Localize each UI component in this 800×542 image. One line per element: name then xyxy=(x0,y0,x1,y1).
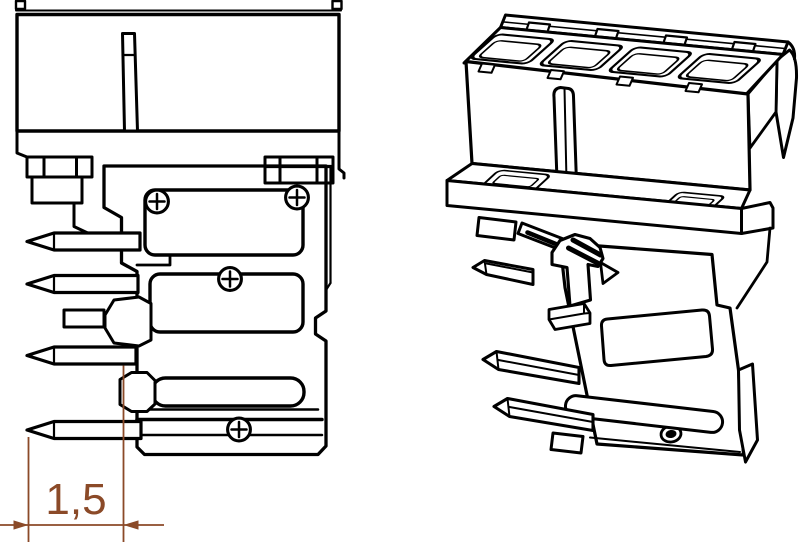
foot-left-leg xyxy=(72,201,105,237)
socket-opening-2 xyxy=(539,40,623,71)
pin-mount-octagon-1 xyxy=(103,295,153,348)
pin-stub xyxy=(62,308,106,329)
body-inner-step xyxy=(135,254,172,267)
solder-pin-3 xyxy=(25,345,138,366)
screw-head-icon-2 xyxy=(284,184,310,211)
foot-left-block xyxy=(30,175,84,205)
latch-blade xyxy=(121,32,139,133)
lower-body-recess xyxy=(599,308,715,368)
flange-left-wall xyxy=(15,129,29,159)
arrowhead-left xyxy=(13,520,29,530)
side-fin-lower xyxy=(737,362,759,464)
stub-box-edges xyxy=(548,302,591,321)
solder-pin-1 xyxy=(25,231,142,252)
dimension-label: 1,5 xyxy=(45,475,106,524)
side-fin-upper xyxy=(774,48,799,159)
arrowhead-right xyxy=(123,520,139,530)
back-rim-right-curve xyxy=(786,40,797,61)
right-side-edge-lower xyxy=(735,226,772,310)
recess-plate-1 xyxy=(143,188,305,257)
housing-body xyxy=(15,12,341,133)
socket-opening-3 xyxy=(608,46,692,78)
solder-pin-upper-iso xyxy=(471,259,535,286)
foot-block-iso xyxy=(475,216,518,242)
bottom-left-foot xyxy=(549,431,585,455)
solder-pin-mid-iso xyxy=(481,349,581,386)
hook-accent-1 xyxy=(570,237,603,258)
bottom-inner-line xyxy=(589,436,741,453)
foot-left-bar xyxy=(25,155,94,179)
screw-head-icon-4 xyxy=(226,416,252,443)
pin-mount-octagon-2 xyxy=(118,371,157,413)
screw-head-icon-1 xyxy=(144,188,170,215)
solder-pin-lower-iso xyxy=(492,396,595,433)
flange-right-end xyxy=(740,201,775,235)
retention-hook xyxy=(550,232,605,308)
housing-nub-right xyxy=(331,0,343,11)
bottom-pill-recess xyxy=(563,394,725,434)
socket-opening-4 xyxy=(677,53,761,84)
front-divider-tabs xyxy=(477,62,703,94)
solder-pin-2 xyxy=(25,273,140,295)
foot-right-bar xyxy=(263,155,335,185)
solder-pin-4 xyxy=(25,419,143,441)
hook-wedge xyxy=(599,261,620,285)
screw-head-icon-3 xyxy=(217,266,243,292)
isometric-view-drawing xyxy=(445,13,799,464)
flange-right-wall xyxy=(337,129,346,180)
body-right-step xyxy=(324,281,332,292)
socket-opening-1 xyxy=(470,33,554,65)
dimension-annotation: 1,5 xyxy=(0,365,164,542)
hook-accent-2 xyxy=(566,245,600,266)
latch-blade-ridge xyxy=(563,87,568,182)
housing-nub-left xyxy=(14,0,27,11)
side-view-drawing xyxy=(14,0,346,457)
recess-plate-3 xyxy=(150,376,306,408)
